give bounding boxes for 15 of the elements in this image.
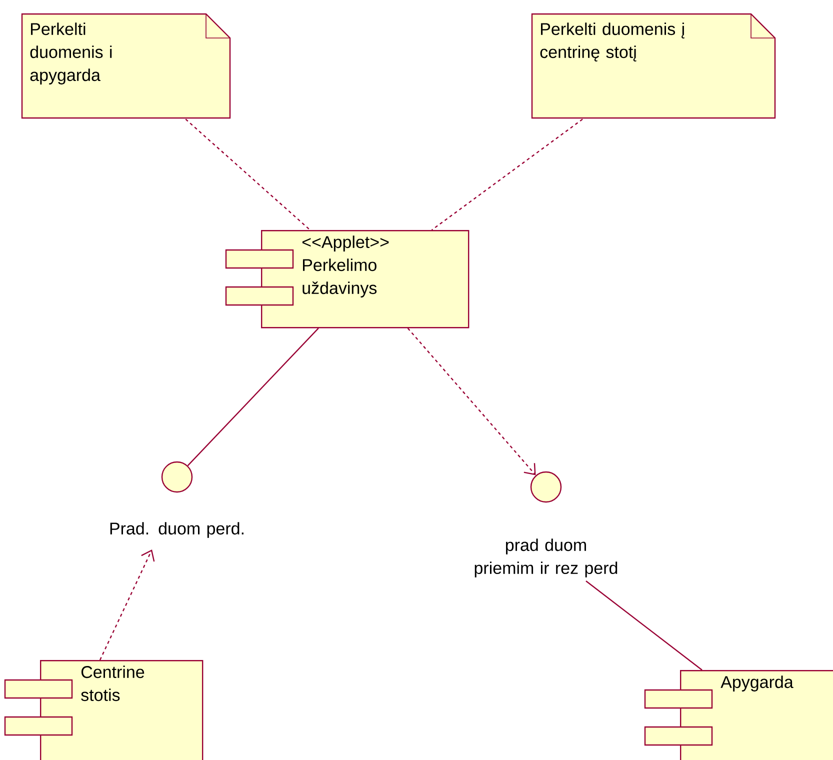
component-box: Apygarda xyxy=(644,670,833,760)
interface-circle xyxy=(530,471,562,503)
interface-circle xyxy=(161,461,193,493)
connector xyxy=(185,118,310,230)
note-box: Perkelti duomenis i apygarda xyxy=(21,13,231,119)
component-box: <<Applet>> Perkelimo uždavinys xyxy=(225,230,470,328)
connector xyxy=(187,328,319,466)
connector xyxy=(586,580,702,670)
connector xyxy=(407,328,536,476)
interface-label: Prad. duom perd. xyxy=(110,522,244,538)
interface-label: prad duom priemim ir rez perd xyxy=(474,538,618,578)
component-box: Centrine stotis xyxy=(4,660,204,760)
connector xyxy=(99,550,155,660)
note-box: Perkelti duomenis į centrinę stotį xyxy=(531,13,776,119)
connector xyxy=(431,118,583,230)
